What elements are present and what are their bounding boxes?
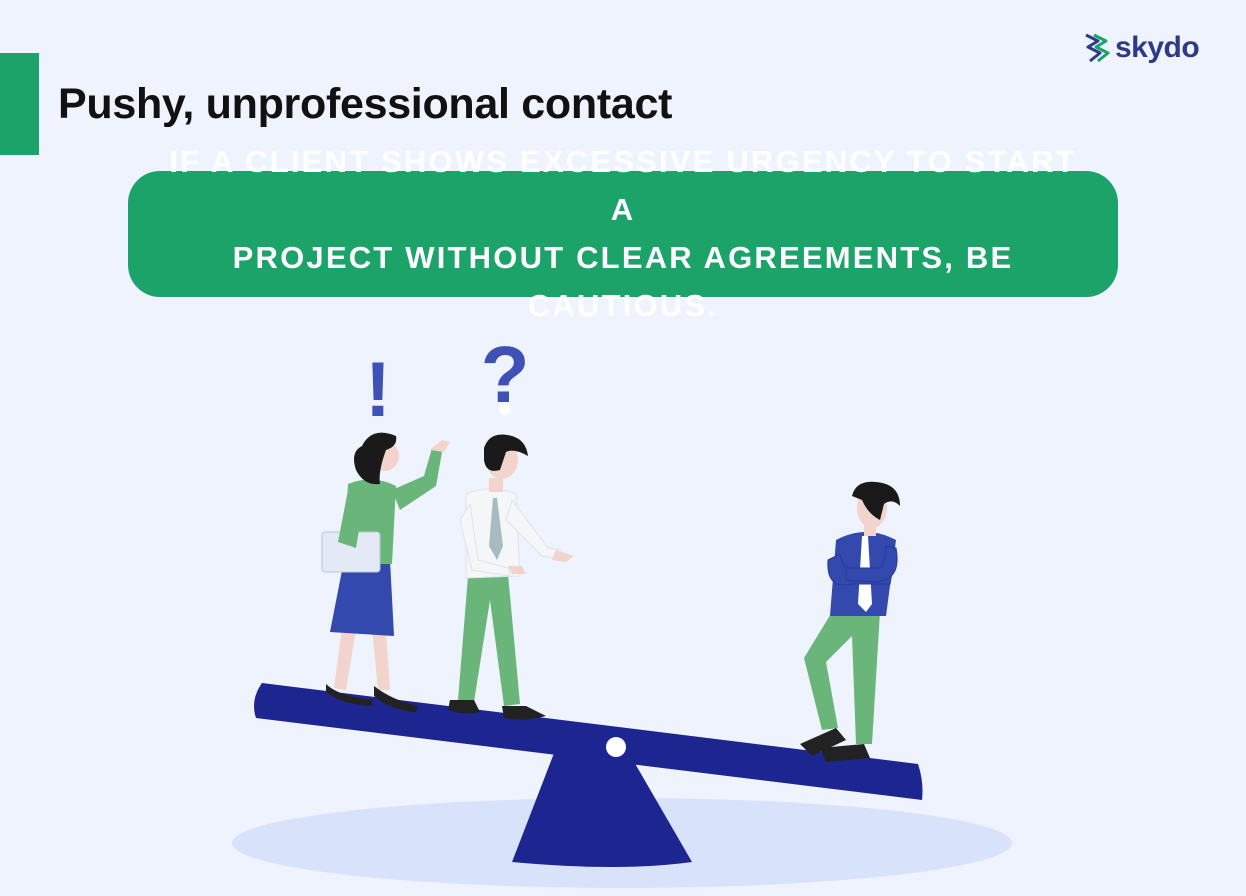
page-title: Pushy, unprofessional contact — [58, 80, 673, 128]
question-mark-icon: ? — [481, 330, 530, 419]
callout-text: IF A CLIENT SHOWS EXCESSIVE URGENCY TO S… — [158, 138, 1088, 330]
exclamation-icon: ! — [365, 345, 391, 433]
woman-figure — [321, 432, 450, 712]
title-accent-bar — [0, 53, 39, 155]
callout-line-2: PROJECT WITHOUT CLEAR AGREEMENTS, BE CAU… — [232, 240, 1014, 323]
man-blue-shirt-figure — [800, 481, 900, 762]
fulcrum-pivot — [606, 737, 626, 757]
warning-callout: IF A CLIENT SHOWS EXCESSIVE URGENCY TO S… — [128, 144, 1118, 323]
callout-line-1: IF A CLIENT SHOWS EXCESSIVE URGENCY TO S… — [169, 144, 1077, 227]
chevron-arrows-logo-icon — [1085, 33, 1110, 63]
seesaw-fulcrum — [512, 734, 692, 867]
seesaw-plank — [254, 683, 923, 800]
brand-logo: skydo — [1084, 30, 1200, 66]
svg-text:!: ! — [365, 345, 391, 433]
man-white-shirt-figure — [448, 434, 574, 720]
logo-wordmark: skydo — [1115, 31, 1200, 64]
